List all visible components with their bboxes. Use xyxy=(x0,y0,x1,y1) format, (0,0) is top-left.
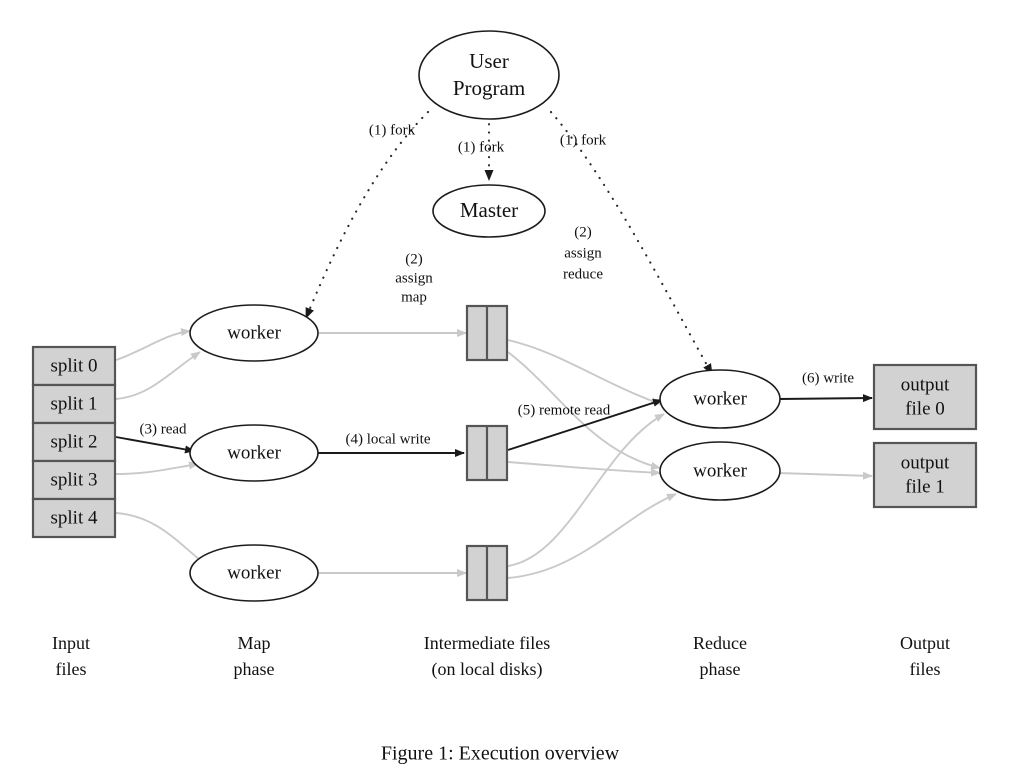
reduce-worker-1-ellipse[interactable] xyxy=(659,369,781,429)
map-worker-1[interactable]: worker xyxy=(189,304,319,362)
edge-reduce-worker-2-to-output-file-1 xyxy=(777,471,873,480)
read-label: (3) read xyxy=(139,421,187,437)
split-box-2[interactable] xyxy=(31,421,117,463)
reduce-worker-1[interactable]: worker xyxy=(659,369,781,429)
edges-dark-group xyxy=(115,394,873,457)
map-worker-2-ellipse[interactable] xyxy=(189,424,319,482)
reduce-worker-2[interactable]: worker xyxy=(659,441,781,501)
edge-intermediate-1-to-reduce-worker-2 xyxy=(507,351,661,470)
output-file-label-1-line1: output xyxy=(901,452,950,473)
edge-fork-right-to-reduce-worker-1 xyxy=(549,110,714,376)
edge-read-split2-to-map-worker-2 xyxy=(115,436,195,454)
split-label-2: split 2 xyxy=(51,431,98,452)
map-worker-2-label: worker xyxy=(227,442,281,463)
assign-reduce-label-line1: (2) xyxy=(574,224,592,240)
reduce-worker-2-label: worker xyxy=(693,460,747,481)
split-label-0: split 0 xyxy=(51,355,98,376)
column-caption-output-line2: files xyxy=(910,659,941,679)
edge-split4-to-map-worker-3 xyxy=(115,512,209,567)
column-caption-intermediate-line1: Intermediate files xyxy=(424,633,550,653)
edge-labels-group: (1) fork (1) fork (1) fork (2) assign ma… xyxy=(139,122,854,447)
assign-map-label-line1: (2) xyxy=(405,251,423,267)
fork-center-label: (1) fork xyxy=(458,139,505,155)
split-label-3: split 3 xyxy=(51,469,98,490)
edge-intermediate-3-to-reduce-worker-2 xyxy=(507,493,677,579)
intermediate-files-group xyxy=(465,304,509,602)
master-label: Master xyxy=(460,198,518,222)
user-program-label-line2: Program xyxy=(453,76,525,100)
edge-intermediate-2-to-reduce-worker-2 xyxy=(507,461,661,477)
output-file-label-1-line2: file 1 xyxy=(905,476,945,497)
edge-remote-read-intermediate-2-to-reduce-worker-1 xyxy=(507,398,663,451)
column-caption-map-line2: phase xyxy=(234,659,275,679)
edge-fork-left-to-map-worker-1 xyxy=(304,110,430,320)
split-label-1: split 1 xyxy=(51,393,98,414)
input-files-group: split 0 split 1 split 2 split 3 split 4 xyxy=(31,345,117,539)
column-caption-map-line1: Map xyxy=(238,633,271,653)
user-program-node[interactable]: User Program xyxy=(418,30,560,120)
edge-split1-to-map-worker-1 xyxy=(115,351,201,400)
edge-split3-to-map-worker-2 xyxy=(115,461,199,475)
assign-map-label-line2: assign xyxy=(395,270,433,286)
local-write-label: (4) local write xyxy=(346,431,431,447)
output-file-label-0-line1: output xyxy=(901,374,950,395)
column-caption-input-line1: Input xyxy=(52,633,90,653)
column-caption-input-line2: files xyxy=(56,659,87,679)
edge-split0-to-map-worker-1 xyxy=(115,328,191,361)
output-file-box-1[interactable] xyxy=(872,441,978,509)
edge-intermediate-1-to-reduce-worker-1 xyxy=(507,339,661,405)
assign-reduce-label-line3: reduce xyxy=(563,266,603,282)
output-file-box-0[interactable] xyxy=(872,363,978,431)
column-caption-output-line1: Output xyxy=(900,633,950,653)
map-worker-1-ellipse[interactable] xyxy=(189,304,319,362)
fork-right-label: (1) fork xyxy=(560,132,607,148)
master-ellipse[interactable] xyxy=(432,184,546,238)
edge-intermediate-3-to-reduce-worker-1 xyxy=(507,413,665,567)
figure-caption: Figure 1: Execution overview xyxy=(381,743,620,765)
output-files-group: output file 0 output file 1 xyxy=(872,363,978,509)
assign-reduce-label-line2: assign xyxy=(564,245,602,261)
map-worker-3-label: worker xyxy=(227,562,281,583)
edges-gray-group xyxy=(115,328,873,579)
map-worker-3[interactable]: worker xyxy=(189,544,319,602)
reduce-worker-1-label: worker xyxy=(693,388,747,409)
master-node[interactable]: Master xyxy=(432,184,546,238)
user-program-ellipse[interactable] xyxy=(418,30,560,120)
map-worker-1-label: worker xyxy=(227,322,281,343)
split-box-4[interactable] xyxy=(31,497,117,539)
column-caption-intermediate-line2: (on local disks) xyxy=(432,659,543,680)
remote-read-label: (5) remote read xyxy=(518,402,611,418)
column-captions-group: Input files Map phase Intermediate files… xyxy=(52,633,950,680)
assign-map-label-line3: map xyxy=(401,289,427,305)
output-file-label-0-line2: file 0 xyxy=(905,398,945,419)
split-box-0[interactable] xyxy=(31,345,117,387)
edge-write-reduce-worker-1-to-output-file-0 xyxy=(778,394,873,403)
fork-left-label: (1) fork xyxy=(369,122,416,138)
reduce-worker-2-ellipse[interactable] xyxy=(659,441,781,501)
column-caption-reduce-line2: phase xyxy=(700,659,741,679)
user-program-label-line1: User xyxy=(469,49,509,73)
edges-dotted-group xyxy=(304,110,714,376)
write-label: (6) write xyxy=(802,370,854,386)
split-label-4: split 4 xyxy=(51,507,98,528)
column-caption-reduce-line1: Reduce xyxy=(693,633,747,653)
map-worker-3-ellipse[interactable] xyxy=(189,544,319,602)
map-worker-2[interactable]: worker xyxy=(189,424,319,482)
